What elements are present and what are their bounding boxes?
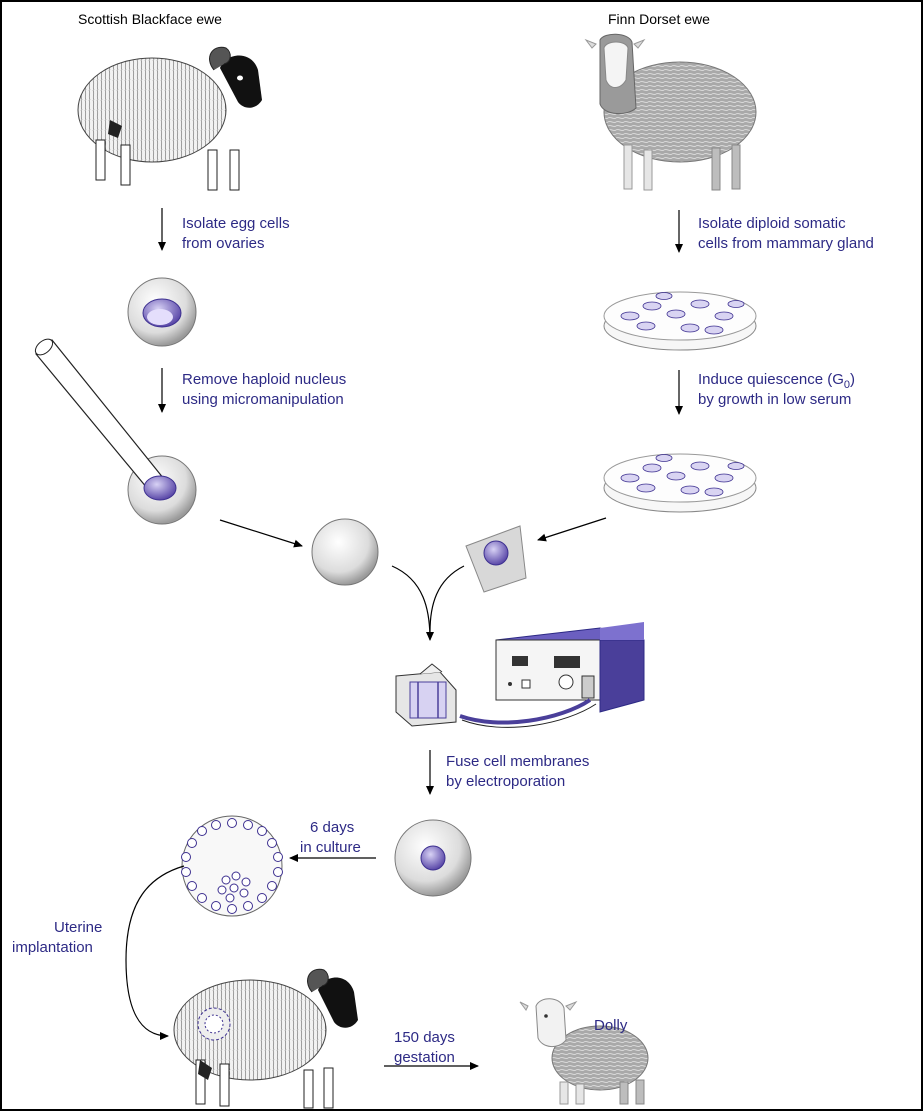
cloning-diagram: Scottish Blackface ewe Finn Dorset ewe I… <box>0 0 923 1111</box>
image-border <box>0 0 923 1111</box>
